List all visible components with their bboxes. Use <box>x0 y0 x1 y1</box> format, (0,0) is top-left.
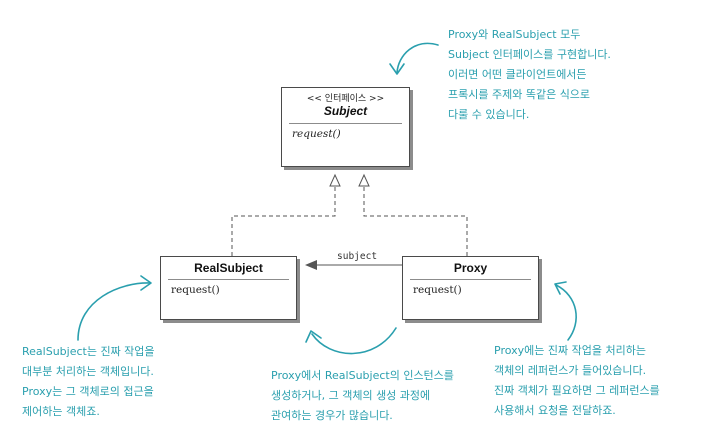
interface-note: Proxy와 RealSubject 모두 Subject 인터페이스를 구현합… <box>448 25 611 125</box>
proxy-create-note-line: 생성하거나, 그 객체의 생성 과정에 <box>271 389 431 402</box>
realization-arrowhead-realsubject <box>329 173 341 187</box>
proxy-class-box: Proxy request() <box>402 256 539 320</box>
annotation-arrow-create <box>311 327 397 355</box>
annotation-arrow-proxy <box>555 284 577 341</box>
annotation-arrowhead-proxy <box>554 281 567 295</box>
proxy-divider <box>410 279 531 280</box>
annotation-arrow-realsubject <box>77 282 151 341</box>
subject-class-name: Subject <box>323 104 368 118</box>
proxy-ref-note-line: 진짜 객체가 필요하면 그 레퍼런스를 <box>494 384 660 397</box>
realsubject-divider <box>168 279 289 280</box>
proxy-create-note-line: Proxy에서 RealSubject의 인스턴스를 <box>271 369 454 382</box>
annotation-arrowhead-realsubject <box>140 275 152 291</box>
realsubject-method: request() <box>171 284 220 296</box>
proxy-create-note: Proxy에서 RealSubject의 인스턴스를 생성하거나, 그 객체의 … <box>271 366 454 426</box>
proxy-ref-note-line: Proxy에는 진짜 작업을 처리하는 <box>494 344 646 357</box>
annotation-arrow-interface <box>396 42 439 74</box>
proxy-class-name: Proxy <box>453 261 488 275</box>
interface-note-line: 이러면 어떤 클라이언트에서든 <box>448 68 587 81</box>
association-label: subject <box>337 251 378 262</box>
subject-interface-box: << 인터페이스 >> Subject request() <box>281 87 410 167</box>
realsubject-note-line: 대부분 처리하는 객체입니다. <box>22 365 154 378</box>
interface-note-line: Proxy와 RealSubject 모두 <box>448 28 581 41</box>
proxy-ref-note-line: 사용해서 요청을 전달하죠. <box>494 404 616 417</box>
proxy-ref-note: Proxy에는 진짜 작업을 처리하는 객체의 레퍼런스가 들어있습니다. 진짜… <box>494 341 660 421</box>
realsubject-class-box: RealSubject request() <box>160 256 297 320</box>
realsubject-note-line: Proxy는 그 객체로의 접근을 <box>22 385 154 398</box>
realsubject-note: RealSubject는 진짜 작업을 대부분 처리하는 객체입니다. Prox… <box>22 342 155 422</box>
proxy-ref-note-line: 객체의 레퍼런스가 들어있습니다. <box>494 364 647 377</box>
proxy-header: Proxy <box>403 257 538 275</box>
proxy-method: request() <box>413 284 462 296</box>
annotation-arrowhead-interface <box>389 63 405 75</box>
realization-arrowhead-proxy <box>358 173 370 187</box>
realization-line-proxy <box>363 186 468 256</box>
interface-note-line: 프록시를 주제와 똑같은 식으로 <box>448 88 591 101</box>
realsubject-header: RealSubject <box>161 257 296 275</box>
annotation-arrowhead-create <box>305 330 322 343</box>
subject-method: request() <box>292 128 341 140</box>
subject-divider <box>289 123 402 124</box>
realsubject-class-name: RealSubject <box>194 261 263 275</box>
subject-header: << 인터페이스 >> Subject <box>282 91 409 118</box>
interface-stereotype: << 인터페이스 >> <box>306 94 385 104</box>
interface-note-line: Subject 인터페이스를 구현합니다. <box>448 48 611 61</box>
interface-note-line: 다룰 수 있습니다. <box>448 108 530 121</box>
association-arrowhead <box>305 260 317 270</box>
realization-line-realsubject <box>231 186 336 256</box>
realsubject-note-line: RealSubject는 진짜 작업을 <box>22 345 155 358</box>
proxy-create-note-line: 관여하는 경우가 많습니다. <box>271 409 393 422</box>
realsubject-note-line: 제어하는 객체죠. <box>22 405 100 418</box>
